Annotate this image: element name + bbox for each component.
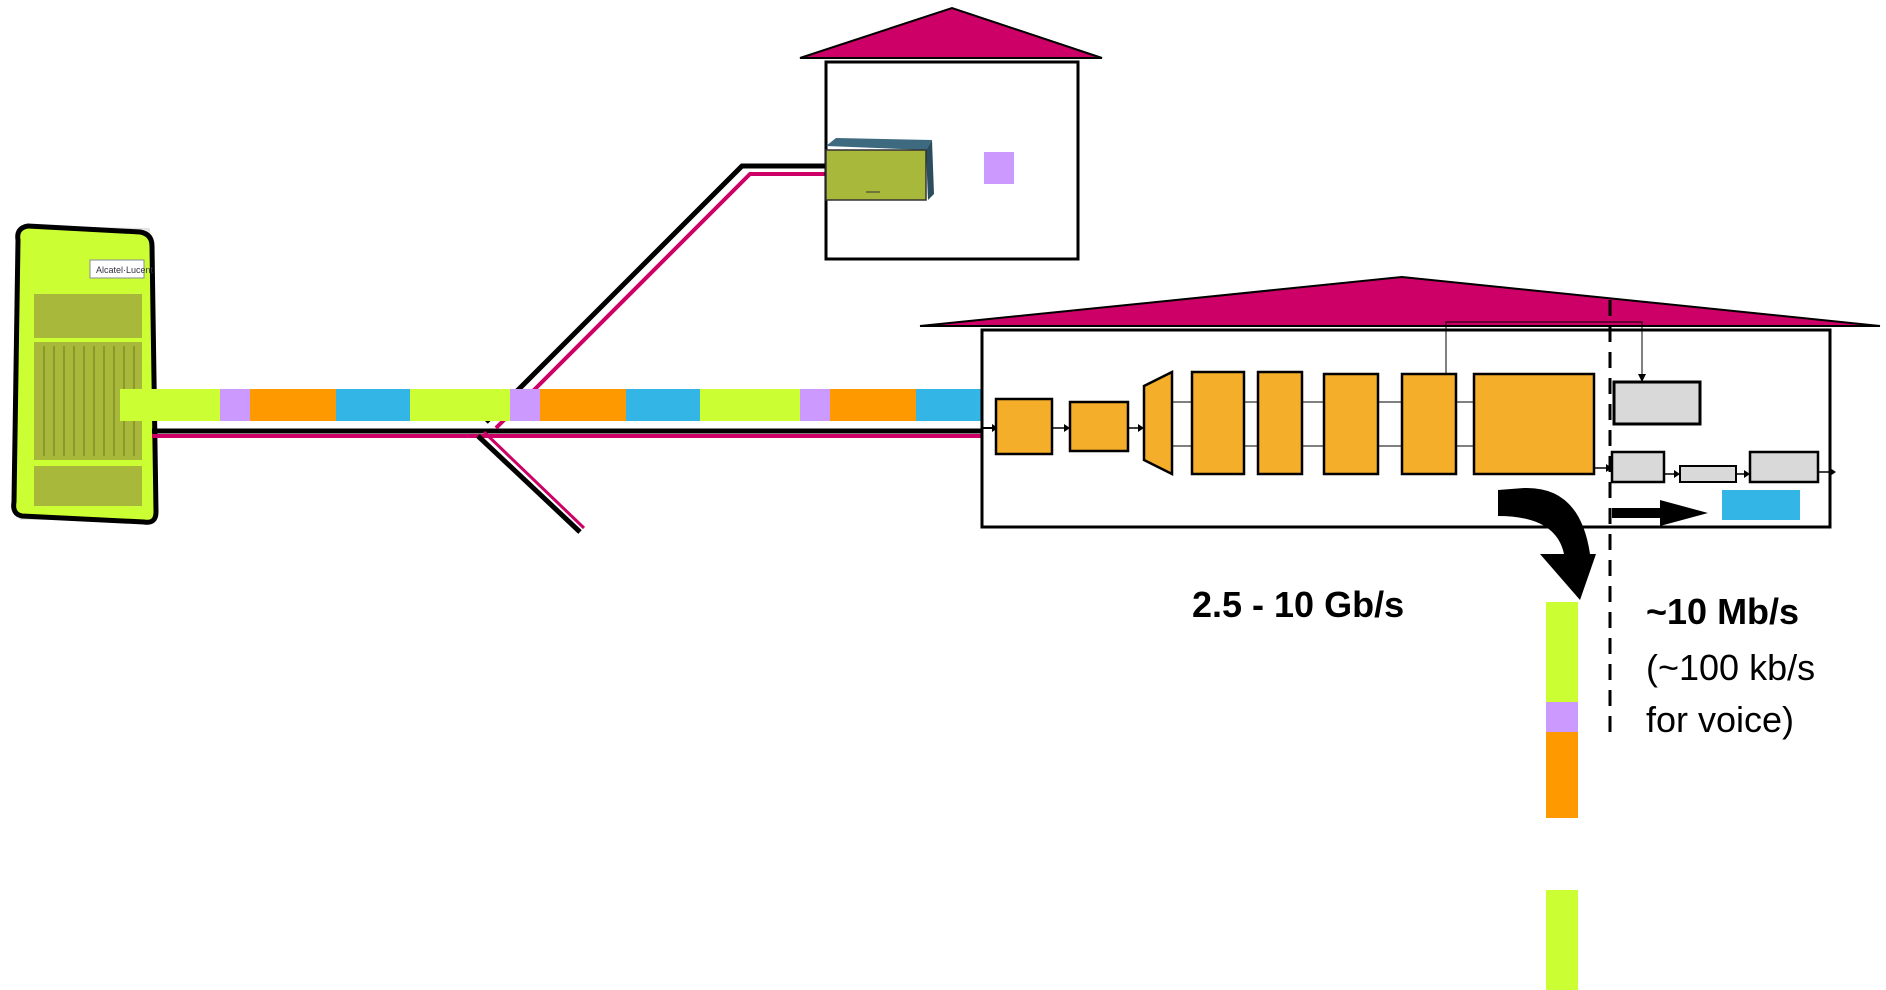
tdm-segment-violet — [220, 389, 250, 421]
buffer-block-top — [1612, 380, 1702, 426]
small-house-roof — [799, 6, 1103, 59]
tdm-segment-violet — [800, 389, 830, 421]
large-house-roof — [919, 275, 1881, 327]
buffer-block-3 — [1748, 450, 1820, 484]
fiber-branch-down — [476, 430, 586, 534]
olt-cabinet-icon: Alcatel·Lucent — [11, 223, 159, 525]
stream-segment-green — [1546, 890, 1578, 990]
tdm-segment-blue — [916, 389, 990, 421]
fiber-trunk — [152, 428, 982, 438]
mac-block — [1472, 372, 1596, 476]
stream-segment-green — [1546, 602, 1578, 702]
tdm-segment-violet — [510, 389, 540, 421]
stream-segment-violet — [1546, 702, 1578, 732]
tdm-segment-blue — [336, 389, 410, 421]
framer-block — [1322, 372, 1380, 476]
extracted-stream — [1546, 602, 1578, 990]
tdm-frame — [120, 389, 990, 421]
cdr-block — [1190, 370, 1246, 476]
amplifier-block — [1142, 369, 1174, 477]
tdm-segment-blue — [626, 389, 700, 421]
buffer-block-1 — [1610, 450, 1666, 484]
tdm-segment-orange — [540, 389, 626, 421]
stream-segment-orange — [1546, 732, 1578, 818]
tia-block — [1068, 400, 1130, 453]
deserializer-block — [1256, 370, 1304, 476]
curved-down-arrow-icon — [1498, 487, 1596, 600]
right-arrow-icon — [1612, 500, 1708, 526]
tdm-segment-green — [410, 389, 510, 421]
olt-logo: Alcatel·Lucent — [96, 265, 154, 275]
voice-rate-label-line1: (~100 kb/s — [1646, 647, 1815, 688]
fiber-branch-to-small-house — [484, 163, 832, 430]
tdm-segment-green — [120, 389, 220, 421]
photodiode-block — [994, 397, 1054, 456]
user-slot — [1722, 490, 1800, 520]
tdm-segment-orange — [250, 389, 336, 421]
downstream-rate-label: 2.5 - 10 Gb/s — [1192, 584, 1404, 625]
user-rate-label: ~10 Mb/s — [1646, 591, 1799, 632]
small-house-slot — [984, 152, 1014, 184]
receiver-chain — [982, 321, 1836, 526]
small-house — [799, 6, 1103, 261]
buffer-block-2 — [1679, 465, 1737, 483]
voice-rate-label-line2: for voice) — [1646, 699, 1794, 740]
ont-box-icon — [825, 138, 934, 201]
decoder-block — [1400, 372, 1458, 476]
tdm-segment-orange — [830, 389, 916, 421]
tdm-segment-green — [700, 389, 800, 421]
